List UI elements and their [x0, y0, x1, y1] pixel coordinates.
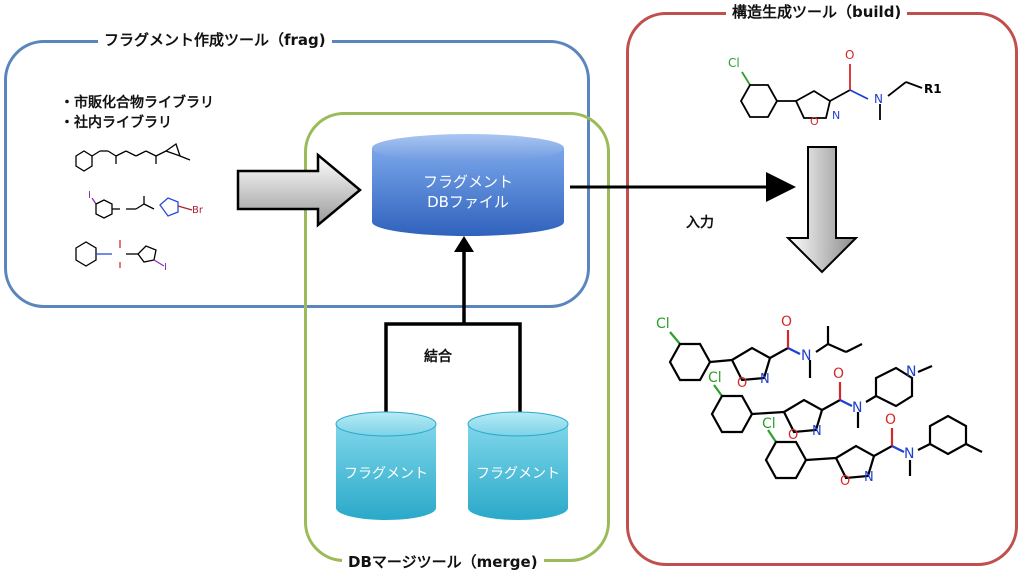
template-carbonyl-o-label: O — [845, 48, 855, 62]
join-label: 結合 — [424, 349, 452, 365]
join-arrowhead — [454, 236, 474, 252]
product2-cl-label: Cl — [708, 370, 722, 386]
main-db-label-line2: DBファイル — [427, 193, 509, 211]
build-down-arrow — [785, 146, 859, 274]
product-molecule-3 — [764, 414, 983, 480]
main-db-cylinder — [372, 134, 564, 236]
template-amide-n-label: N — [874, 92, 883, 106]
main-db-label: フラグメント DBファイル — [372, 172, 564, 212]
fragment-molecule-2 — [91, 196, 193, 219]
frag2-iodo-label: I — [88, 190, 91, 201]
join-connector — [384, 250, 522, 418]
small-db-label-1: フラグメント — [344, 466, 428, 482]
main-db-label-line1: フラグメント — [422, 173, 513, 191]
merge-tool-title: DBマージツール（merge) — [342, 552, 544, 572]
template-r1-label: R1 — [924, 82, 942, 96]
frag-tool-title: フラグメント作成ツール（frag) — [98, 30, 332, 50]
template-ring-o-label: O — [810, 115, 819, 128]
library-bullet-internal: ・社内ライブラリ — [60, 115, 172, 131]
product3-n-label: N — [904, 446, 915, 462]
build-tool-title: 構造生成ツール（build) — [726, 2, 908, 22]
frag3-iodo-label: I — [164, 262, 167, 273]
product1-n-label: N — [801, 348, 812, 364]
template-ring-n-label: N — [832, 109, 841, 122]
product2-o-label: O — [833, 366, 845, 382]
fragment-molecule-3 — [75, 240, 165, 268]
fragments-to-db-arrow — [236, 152, 362, 228]
product2-pip-n-label: N — [906, 364, 917, 380]
product2-n-label: N — [852, 400, 863, 416]
template-cl-label: Cl — [728, 56, 740, 70]
product1-ring-n-label: N — [760, 372, 770, 387]
small-db-cylinder-2 — [467, 411, 569, 520]
frag2-bromo-label: Br — [192, 205, 203, 216]
input-label: 入力 — [686, 215, 714, 231]
product-molecule-2 — [710, 364, 933, 434]
product2-ring-n-label: N — [812, 424, 822, 439]
product-molecule-1 — [668, 326, 863, 382]
library-bullet-commercial: ・市販化合物ライブラリ — [60, 95, 214, 111]
product2-ring-o-label: O — [788, 428, 799, 443]
product1-o-label: O — [781, 314, 793, 330]
template-molecule — [739, 64, 923, 120]
small-db-label-2: フラグメント — [476, 466, 560, 482]
product3-o-label: O — [885, 412, 897, 428]
product3-ring-o-label: O — [840, 474, 851, 489]
product1-cl-label: Cl — [656, 316, 670, 332]
product1-ring-o-label: O — [737, 376, 748, 391]
small-db-cylinder-1 — [335, 411, 437, 520]
fragment-molecule-1 — [75, 142, 191, 172]
product3-cl-label: Cl — [762, 416, 776, 432]
product3-ring-n-label: N — [864, 470, 874, 485]
